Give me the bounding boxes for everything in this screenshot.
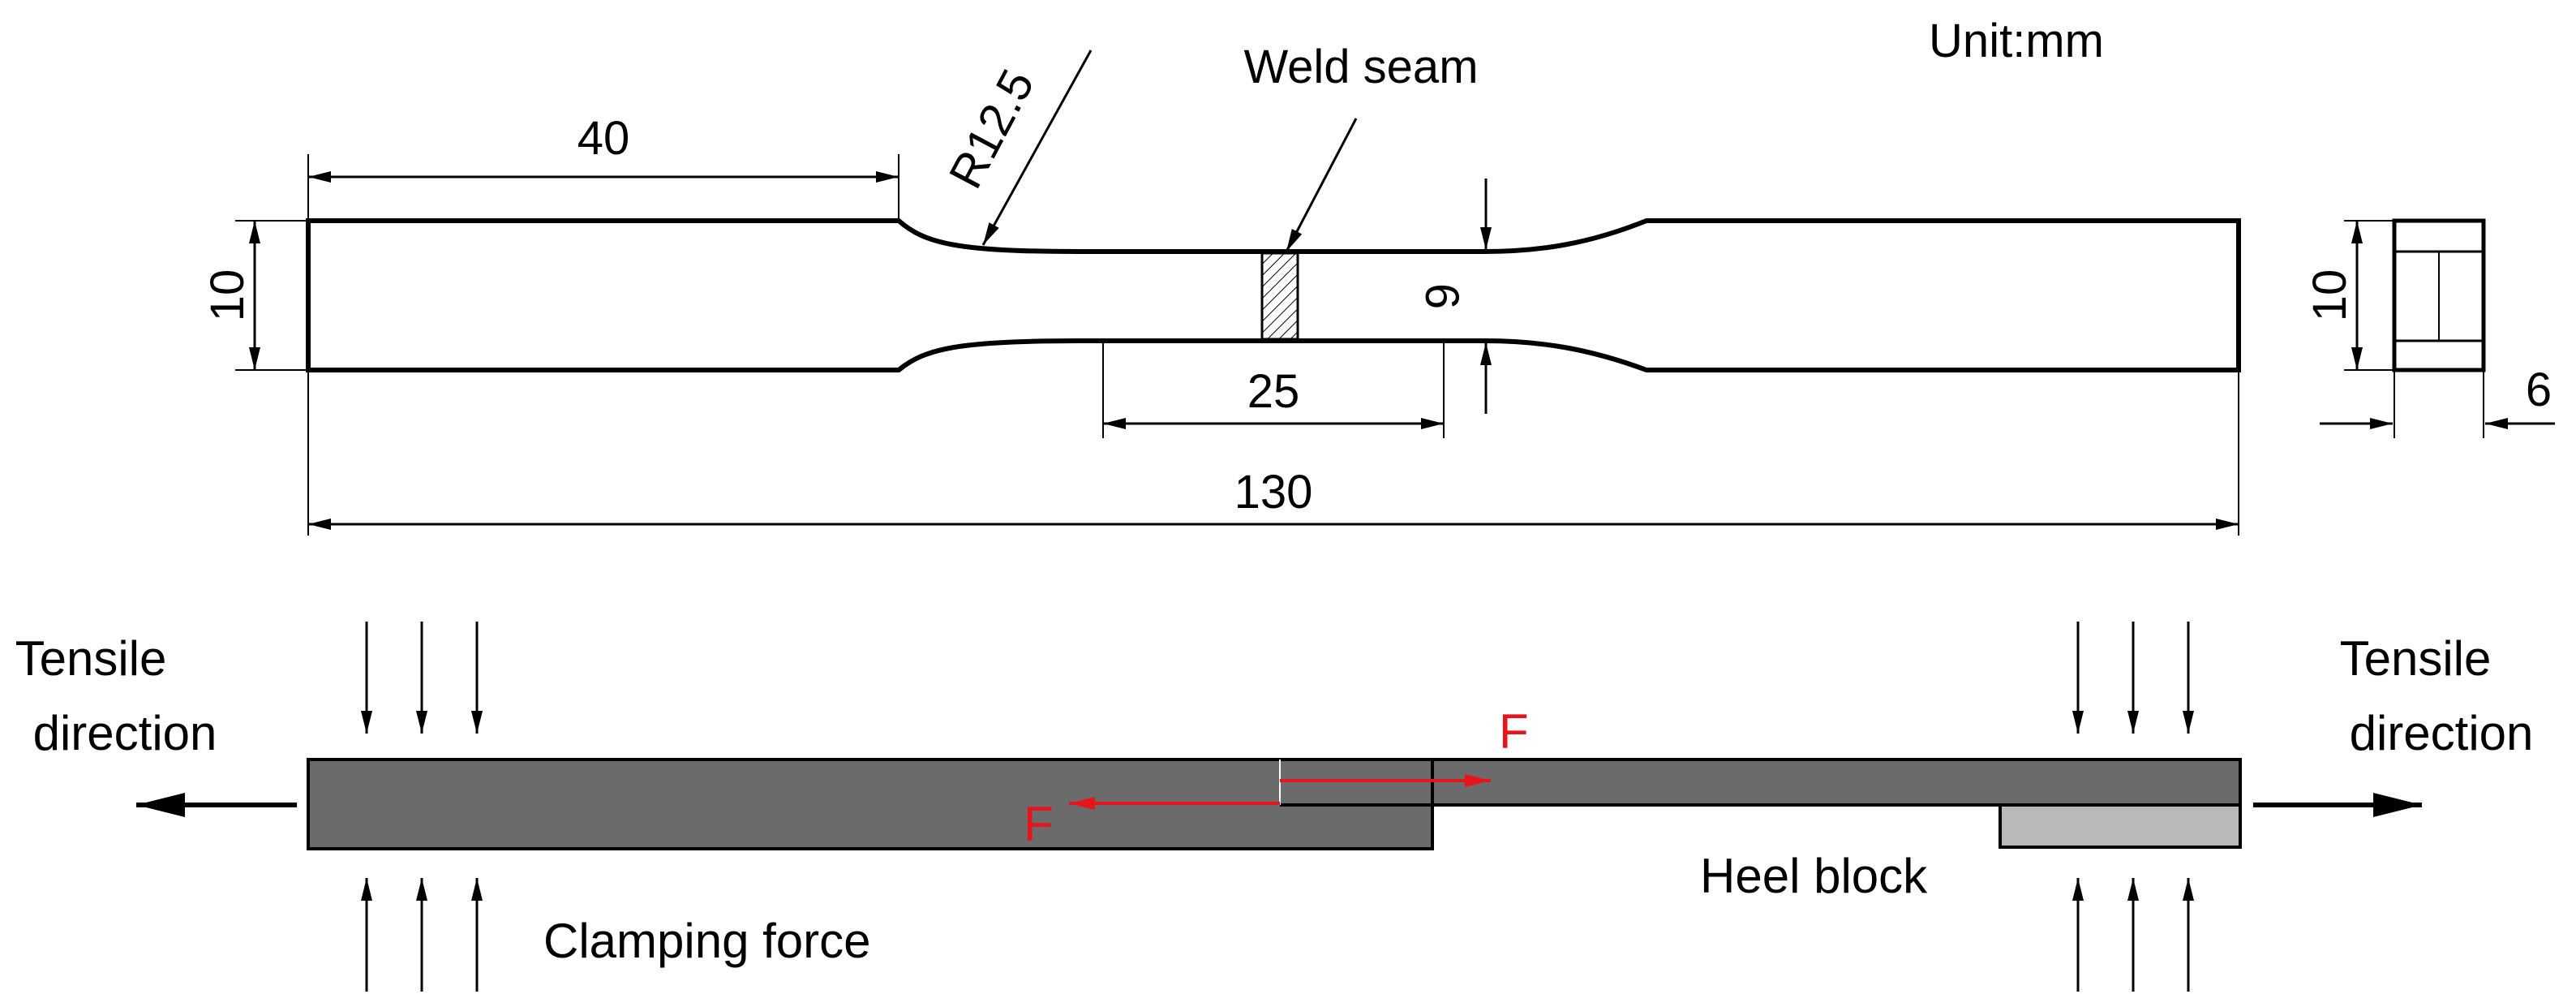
weld-seam-label: Weld seam [1243, 41, 1478, 93]
dim-thickness: 6 [2526, 364, 2552, 416]
dim-side-height: 10 [2303, 269, 2356, 322]
dim-total-length: 130 [1234, 466, 1313, 519]
dim-grip-width: 10 [201, 269, 254, 322]
clamping-force-label: Clamping force [543, 914, 871, 968]
clamping-arrows-left-top [361, 622, 483, 734]
heel-block [1999, 803, 2242, 849]
dim-gauge-width: 6 [1415, 283, 1468, 309]
clamping-arrows-right-bottom [2072, 878, 2194, 992]
force-label-upper: F [1499, 704, 1529, 759]
clamping-arrows-right-top [2072, 622, 2194, 734]
tensile-direction-left-line1: Tensile [15, 631, 167, 686]
radius-label: R12.5 [939, 61, 1045, 196]
tensile-direction-right-line2: direction [2350, 706, 2534, 760]
tensile-direction-right-line1: Tensile [2340, 631, 2492, 686]
unit-label: Unit:mm [1929, 15, 2104, 67]
weld-seam [1260, 252, 1299, 341]
weld-seam-leader [1285, 118, 1358, 252]
heel-block-label: Heel block [1700, 849, 1928, 903]
force-label-lower: F [1024, 797, 1054, 851]
clamping-arrows-left-bottom [361, 878, 483, 992]
dim-grip-length: 40 [577, 112, 630, 165]
radius-leader [981, 49, 1093, 246]
dim-gauge-length: 25 [1247, 365, 1300, 418]
tensile-direction-left-line2: direction [33, 706, 217, 760]
